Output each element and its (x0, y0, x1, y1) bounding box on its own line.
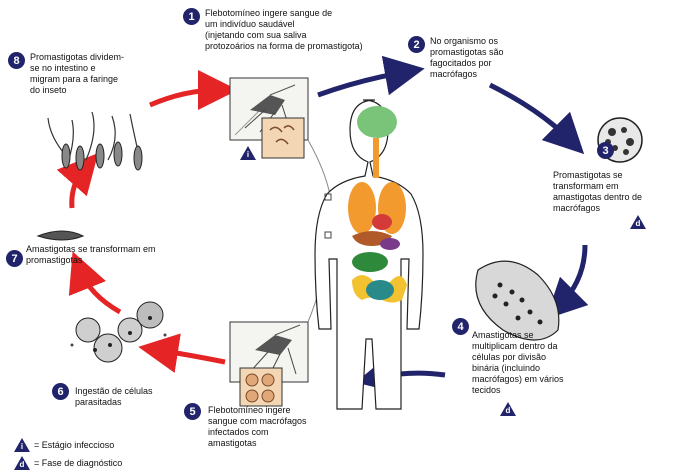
legend-diagnostic: d = Fase de diagnóstico (14, 456, 122, 470)
step-badge-8: 8 (8, 52, 25, 69)
legend-infective-icon: i (14, 438, 30, 452)
arrow-8-to-1 (149, 70, 238, 111)
step-badge-3: 3 (597, 142, 614, 159)
step-badge-2: 2 (408, 36, 425, 53)
legend-diagnostic-icon: d (14, 456, 30, 470)
infective-stage-badge: i (240, 146, 256, 160)
legend-infective: i = Estágio infeccioso (14, 438, 114, 452)
sandfly-top-panel (229, 77, 309, 159)
step-badge-6: 6 (52, 383, 69, 400)
promastigotes-8 (47, 111, 143, 171)
step-text-6: Ingestão de células parasitadas (75, 386, 153, 407)
step-text-1: Flebotomíneo ingere sangue de um indivíd… (205, 8, 363, 51)
step-badge-5: 5 (184, 403, 201, 420)
arrow-1-to-2 (317, 55, 425, 98)
step-text-3: Promastigotas se transformam em amastigo… (553, 170, 643, 213)
human-body (314, 99, 424, 410)
sandfly-bottom-panel (229, 321, 309, 407)
step-text-5: Flebotomíneo ingere sangue com macrófago… (208, 405, 307, 448)
diagnostic-stage-badge-4: d (500, 402, 516, 416)
arrow-6-to-7 (68, 251, 122, 315)
legend-infective-label: = Estágio infeccioso (34, 440, 115, 450)
amastigote-7 (36, 230, 85, 241)
step-text-4: Amastigotas se multiplicam dentro da cél… (472, 330, 564, 395)
legend-diagnostic-label: = Fase de diagnóstico (34, 458, 123, 468)
step-badge-7: 7 (6, 250, 23, 267)
diagnostic-stage-badge-3: d (630, 215, 646, 229)
arrow-7-to-8 (56, 152, 99, 209)
arrow-3-to-4 (545, 244, 589, 320)
step-text-7: Amastigotas se transformam em promastigo… (26, 244, 156, 265)
step-text-8: Promastigotas dividem- se no intestino e… (30, 52, 125, 95)
step-badge-4: 4 (452, 318, 469, 335)
parasitized-cells-6 (70, 301, 167, 363)
arrow-5-to-6 (138, 333, 226, 373)
tissue-cell-4 (475, 260, 560, 341)
step-badge-1: 1 (183, 8, 200, 25)
arrow-2-to-3 (488, 82, 585, 155)
step-text-2: No organismo os promastigotas são fagoci… (430, 36, 504, 79)
